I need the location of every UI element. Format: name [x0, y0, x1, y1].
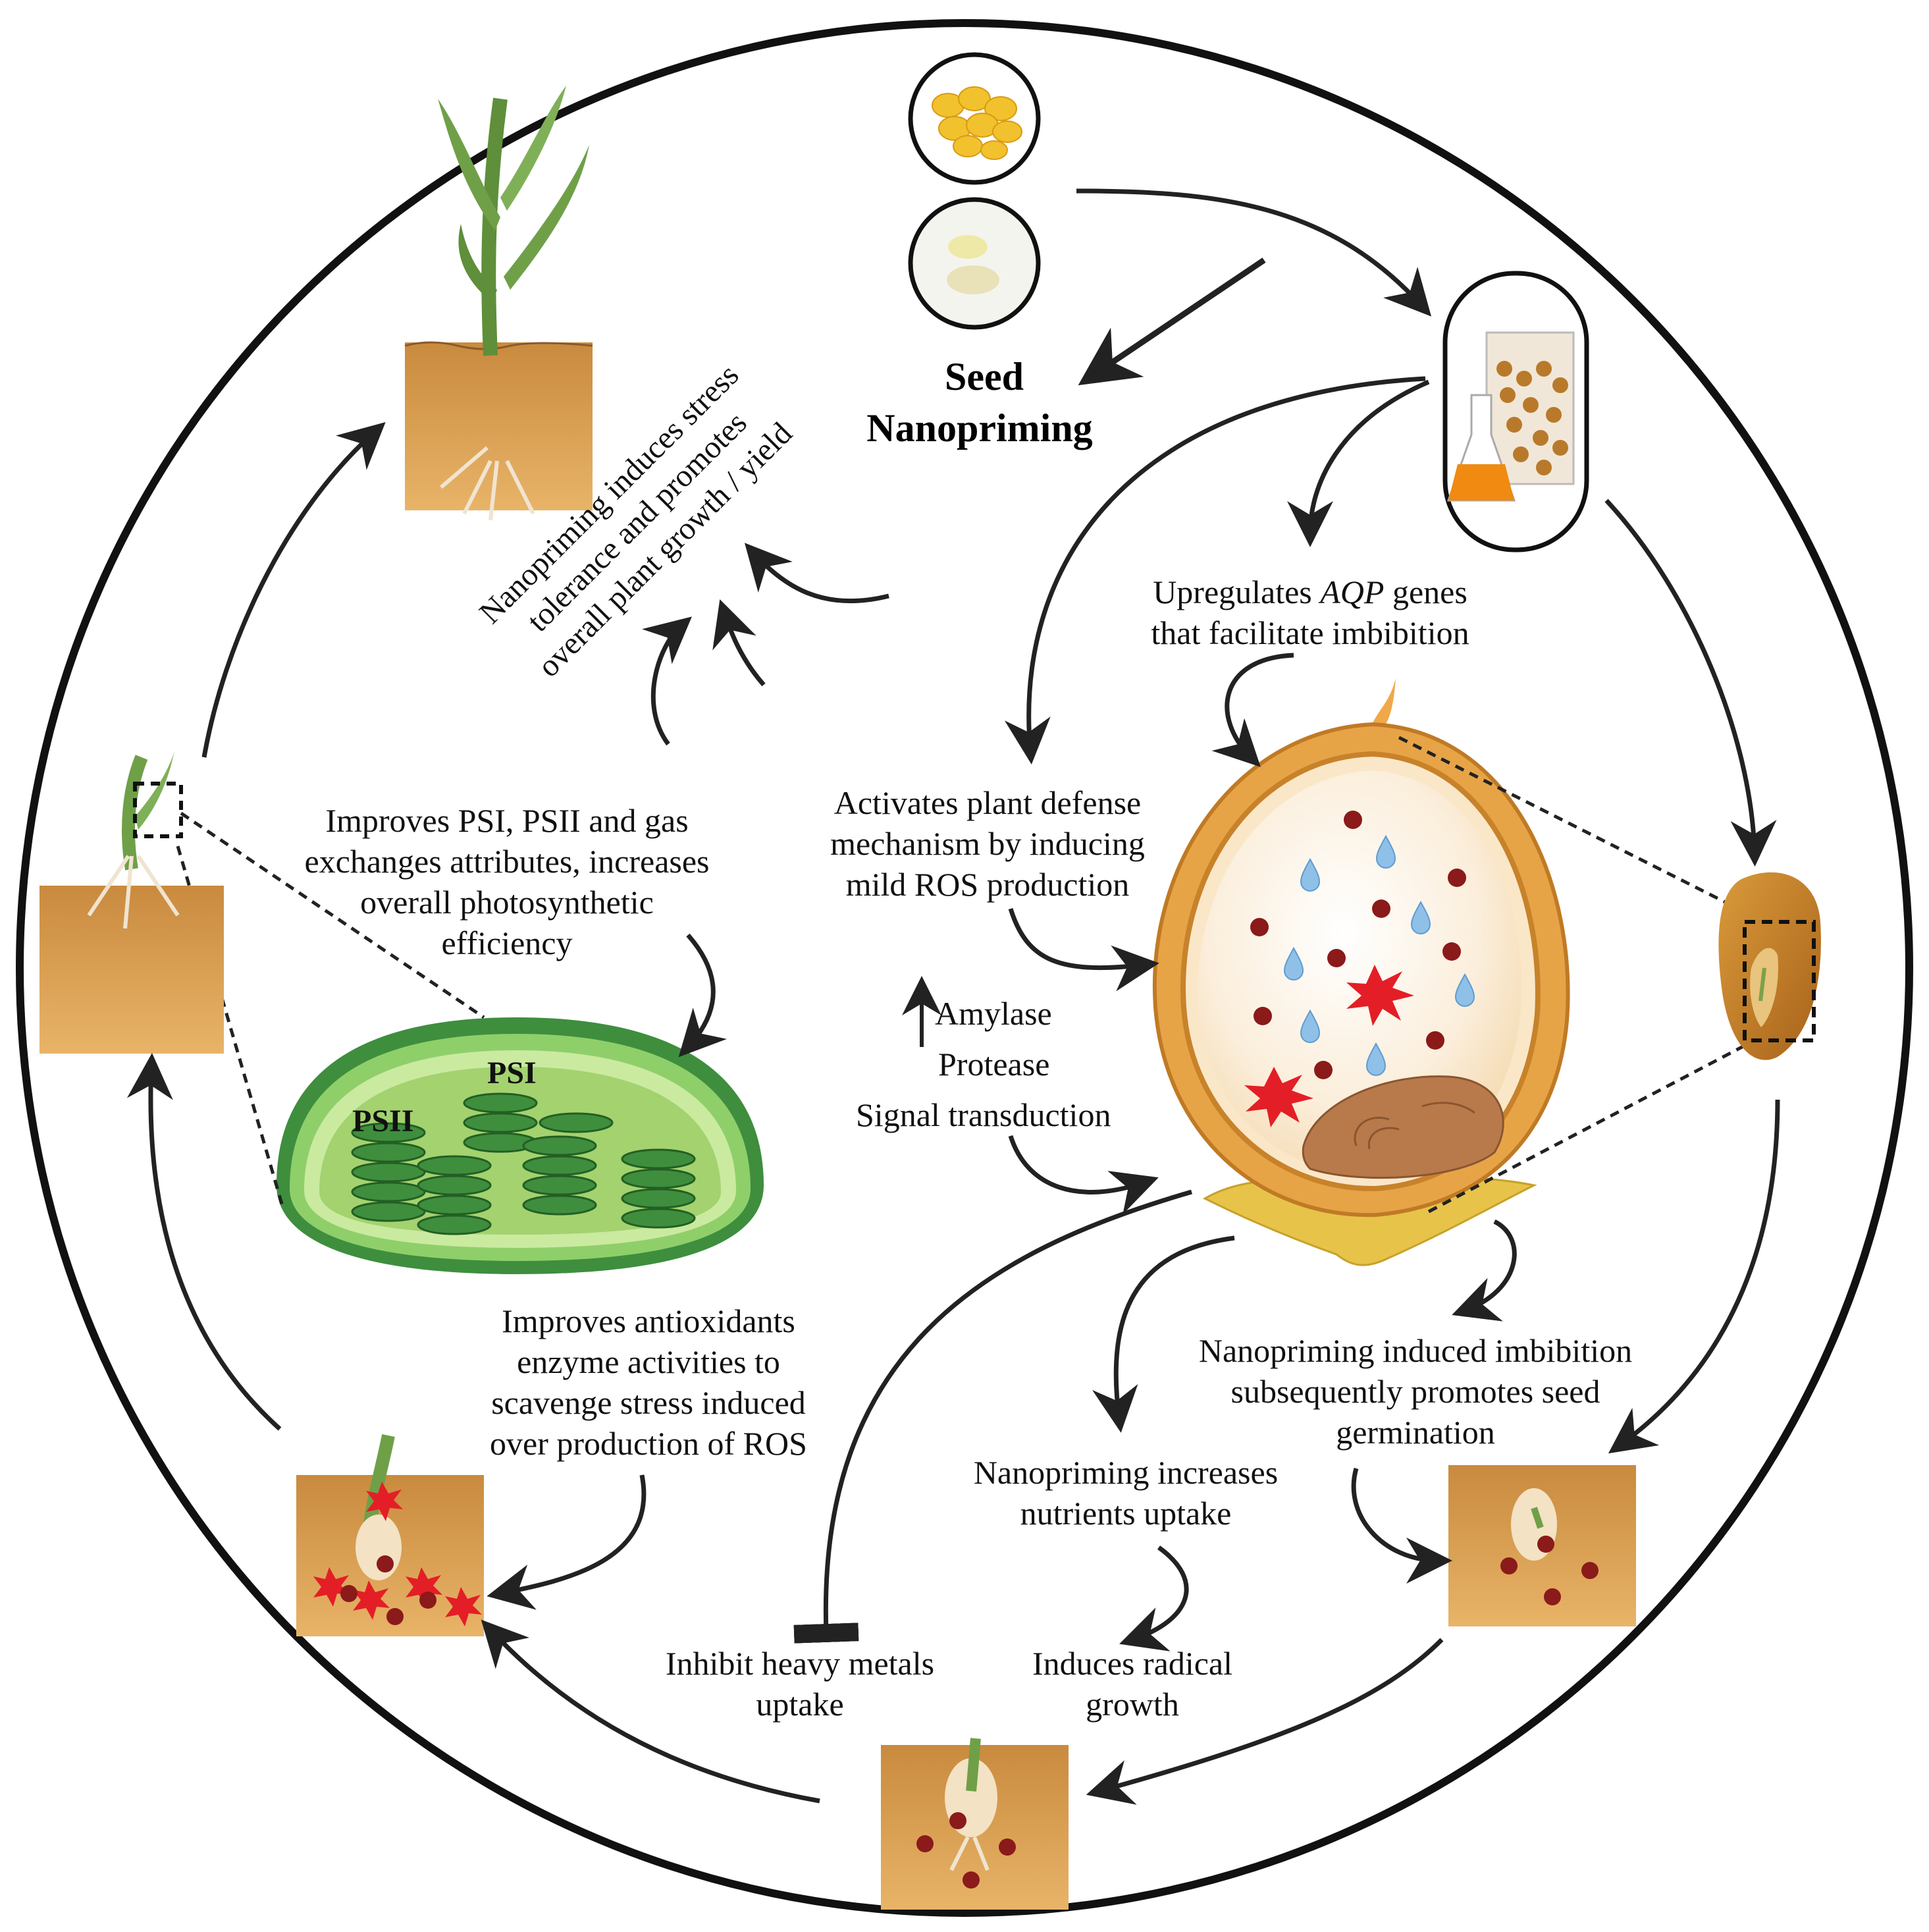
- maize-plant-icon: [404, 86, 593, 521]
- corn-kernels-icon: [908, 52, 1041, 185]
- nanopowder-icon: [908, 197, 1041, 330]
- stress-seedling-icon: [296, 1434, 484, 1636]
- germinating-seed-icon: [881, 1738, 1069, 1910]
- aqp-label: Upregulates AQP genes that facilitate im…: [1151, 574, 1469, 651]
- protease-label: Protease: [938, 1046, 1050, 1083]
- title-nanopriming: Nanopriming: [866, 406, 1092, 450]
- heavy-metals-label: Inhibit heavy metals uptake: [665, 1645, 935, 1723]
- nutrients-label: Nanopriming increases nutrients uptake: [973, 1454, 1279, 1532]
- photosynthesis-label: Improves PSI, PSII and gas exchanges att…: [304, 802, 710, 961]
- imbibed-seed-icon: [1448, 1465, 1636, 1626]
- zoom-line-leaf-upper: [180, 811, 485, 1019]
- corn-seed-icon: [1718, 872, 1821, 1060]
- flow-arrows: [126, 188, 1780, 1805]
- psi-label: PSI: [487, 1056, 537, 1090]
- cycle-circle: [16, 19, 1913, 1917]
- amylase-label: Amylase: [935, 995, 1052, 1032]
- zoom-line-lower: [1427, 1038, 1756, 1214]
- seed-section-icon: [1152, 678, 1570, 1266]
- psii-label: PSII: [352, 1104, 413, 1139]
- nanoparticle-dots: [1250, 811, 1466, 1079]
- water-drop-icon: [1283, 834, 1475, 1076]
- signal-transduction-label: Signal transduction: [856, 1096, 1111, 1133]
- aqp-gene: AQP: [1320, 574, 1385, 610]
- imbibition-label: Nanopriming induced imbibition subsequen…: [1198, 1332, 1633, 1451]
- antioxidants-label: Improves antioxidants enzyme activities …: [490, 1302, 807, 1462]
- radical-label: Induces radical growth: [1032, 1645, 1232, 1723]
- ros-star-icon: [1244, 965, 1414, 1127]
- title-seed: Seed: [945, 355, 1024, 398]
- chloroplast-icon: PSI PSII: [277, 1017, 764, 1274]
- beaker-seeds-icon: [1442, 271, 1589, 552]
- defense-label: Activates plant defense mechanism by ind…: [830, 784, 1145, 903]
- zoom-line-upper: [1398, 736, 1753, 917]
- seedling-icon: [40, 751, 224, 1054]
